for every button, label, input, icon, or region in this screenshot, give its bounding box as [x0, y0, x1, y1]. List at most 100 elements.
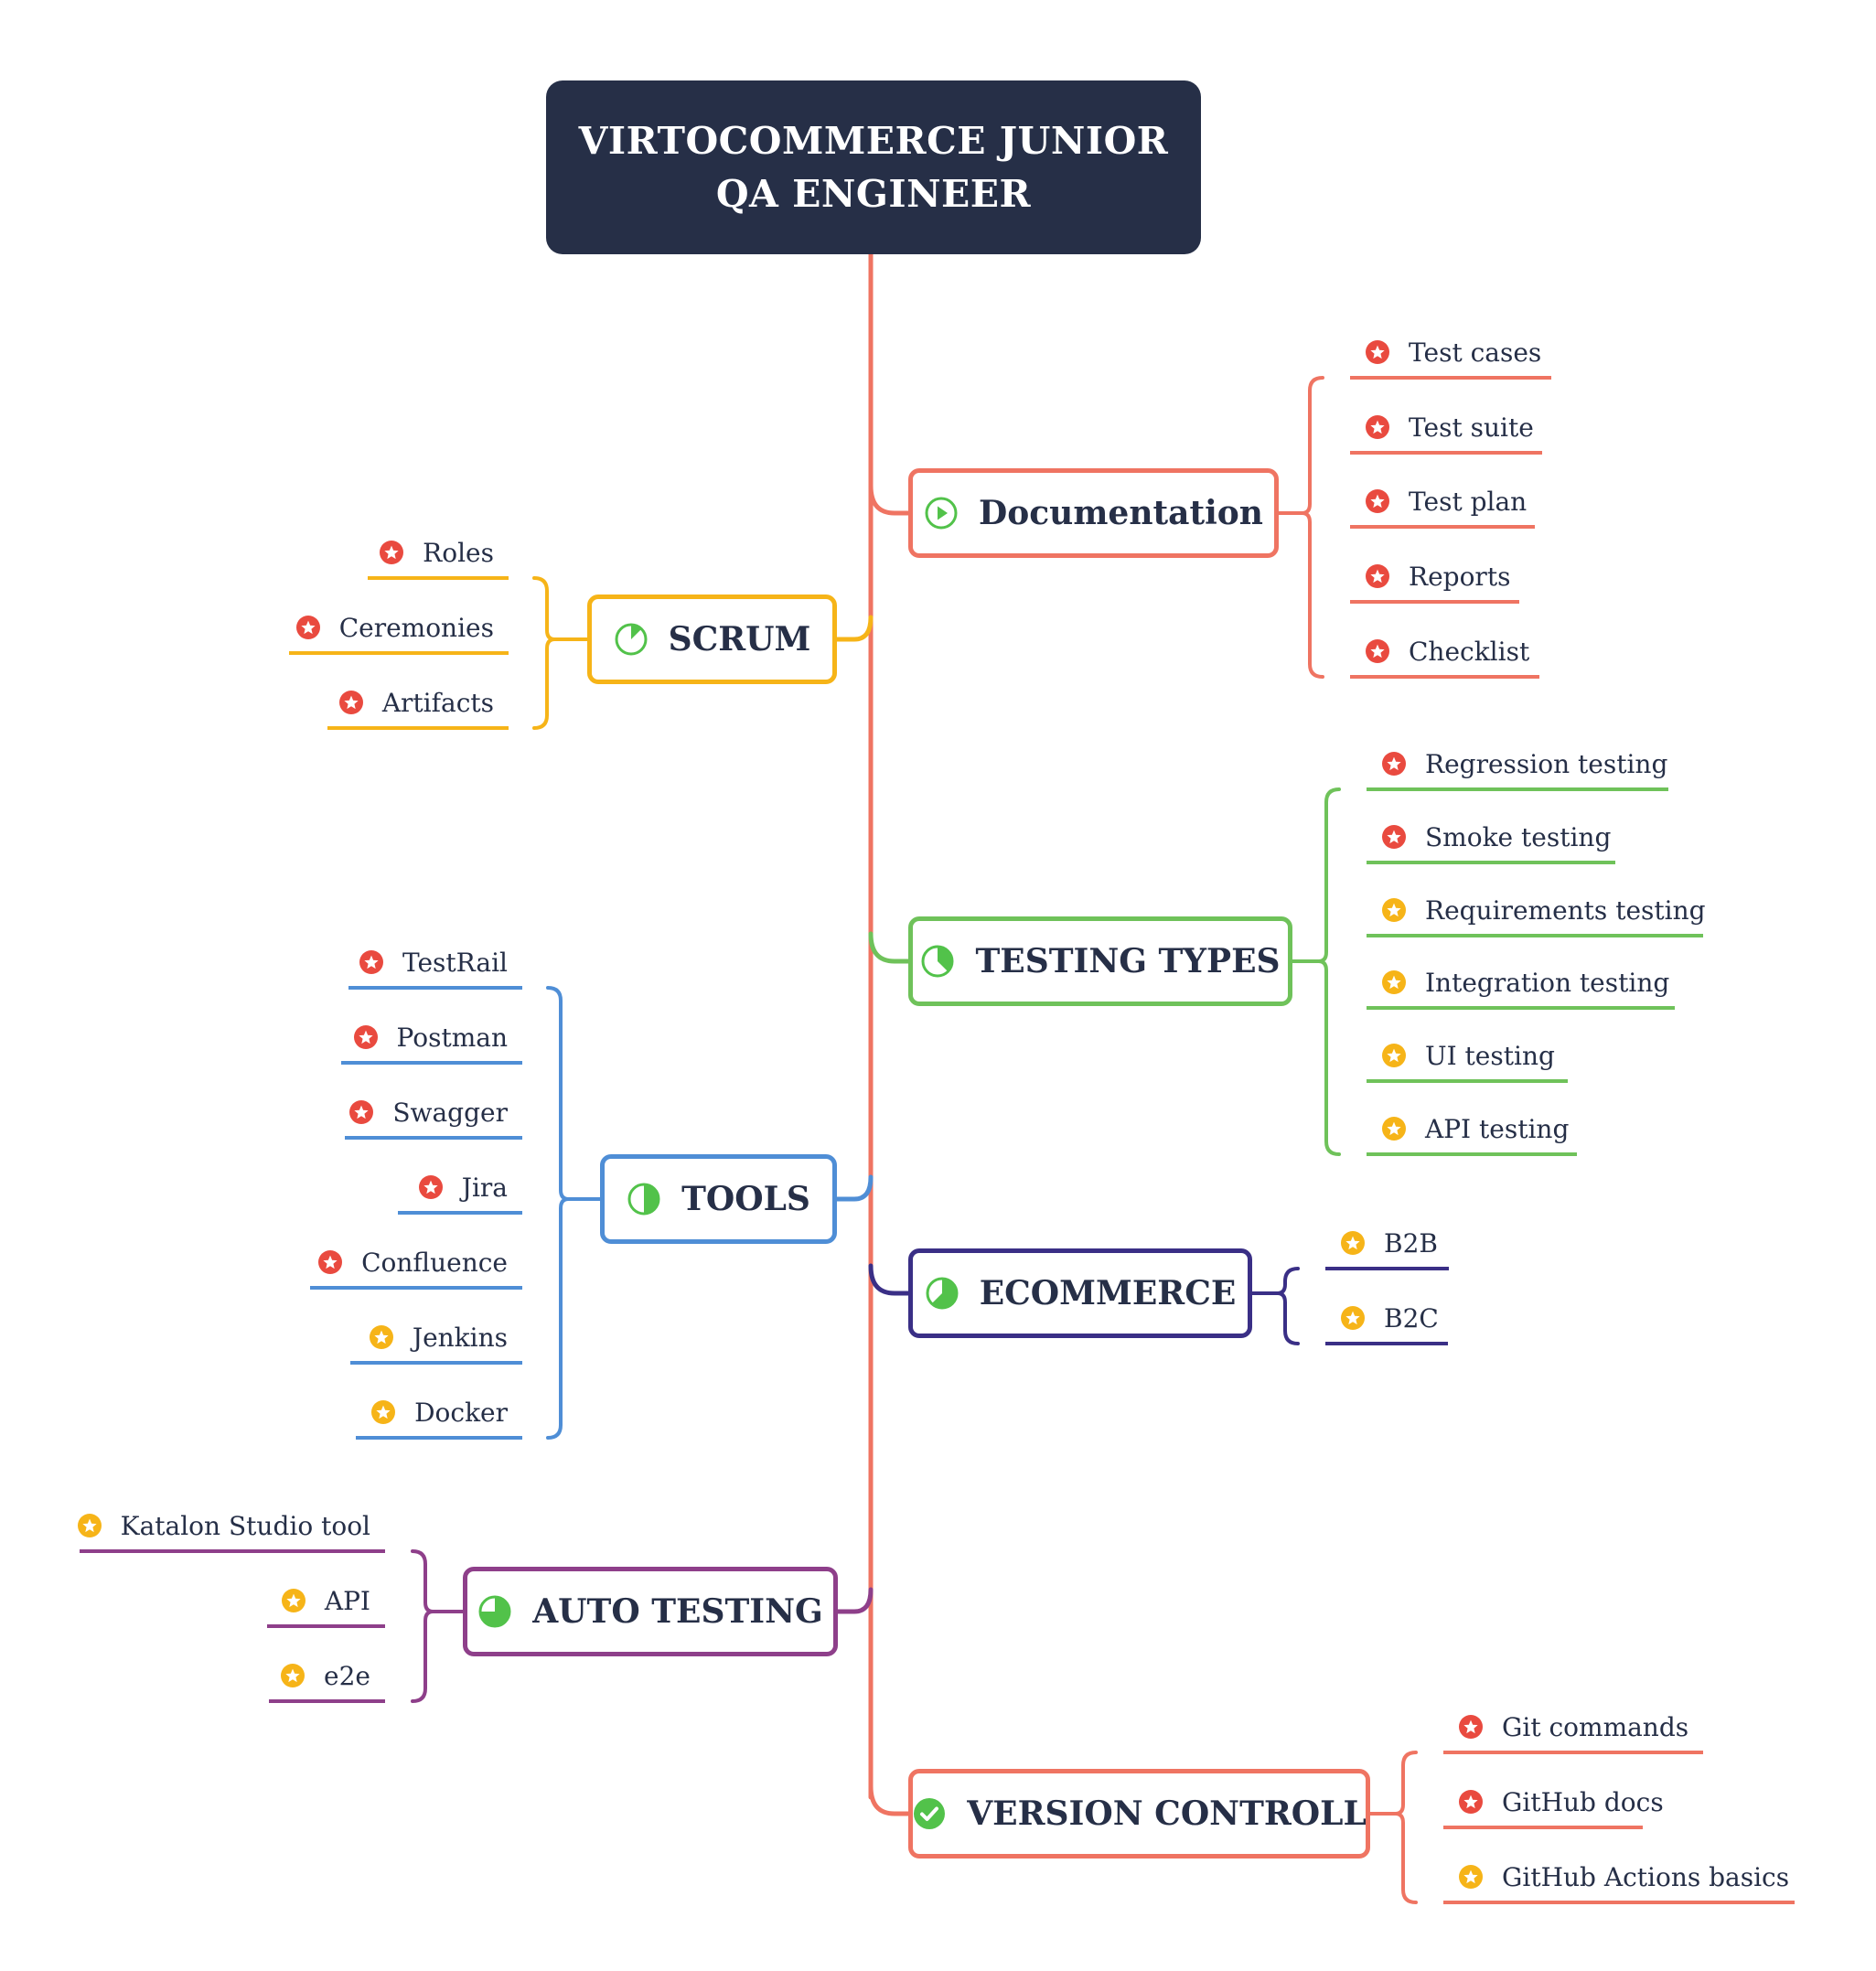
priority-high-star-icon [1459, 1790, 1483, 1814]
priority-medium-star-icon [1341, 1231, 1365, 1255]
priority-medium-star-icon [1382, 1117, 1406, 1141]
subtopic-documentation-item[interactable]: Checklist [1350, 633, 1539, 679]
priority-high-star-icon [1366, 564, 1389, 588]
subtopic-label: Ceremonies [338, 612, 494, 643]
topic-ecommerce-label: ECOMMERCE [979, 1274, 1237, 1312]
subtopic-label: B2C [1384, 1302, 1439, 1334]
progress-62-icon [926, 1277, 959, 1310]
subtopic-label: Git commands [1502, 1711, 1689, 1742]
subtopic-label: Jenkins [412, 1322, 508, 1353]
subtopic-auto_testing-item[interactable]: e2e [269, 1657, 385, 1703]
central-topic-line-1: VIRTOCOMMERCE JUNIOR [578, 119, 1169, 163]
connector-ecommerce [868, 1263, 911, 1296]
topic-version-control[interactable]: VERSION CONTROLL [908, 1769, 1370, 1859]
subtopic-label: UI testing [1425, 1040, 1555, 1071]
topic-scrum[interactable]: SCRUM [587, 595, 837, 684]
central-topic[interactable]: VIRTOCOMMERCE JUNIOR QA ENGINEER [546, 80, 1201, 254]
priority-high-star-icon [349, 1100, 374, 1124]
progress-37-icon [921, 945, 954, 978]
progress-12-icon [615, 623, 648, 656]
subtopic-tools-item[interactable]: Confluence [310, 1244, 522, 1290]
subtopic-auto_testing-item[interactable]: Katalon Studio tool [77, 1507, 385, 1553]
subtopic-documentation-item[interactable]: Reports [1350, 558, 1519, 604]
topic-ecommerce[interactable]: ECOMMERCE [908, 1248, 1252, 1338]
subtopic-tools-item[interactable]: Swagger [345, 1094, 522, 1140]
subtopic-label: e2e [324, 1660, 370, 1691]
brace-ecommerce [1275, 1267, 1300, 1345]
priority-high-star-icon [353, 1025, 378, 1049]
connector-tools [834, 1174, 874, 1202]
subtopic-ecommerce-item[interactable]: B2B [1325, 1225, 1449, 1270]
topic-testing-types-label: TESTING TYPES [975, 942, 1281, 980]
brace-version_control [1393, 1751, 1418, 1904]
subtopic-tools-item[interactable]: Jenkins [350, 1319, 522, 1365]
subtopic-testing_types-item[interactable]: Integration testing [1367, 964, 1675, 1010]
topic-documentation[interactable]: Documentation [908, 468, 1279, 558]
priority-high-star-icon [1382, 752, 1406, 776]
topic-auto-testing[interactable]: AUTO TESTING [463, 1567, 838, 1656]
brace-tools [546, 986, 571, 1440]
topic-tools[interactable]: TOOLS [600, 1154, 837, 1244]
subtopic-label: API [324, 1585, 370, 1616]
subtopic-label: API testing [1425, 1113, 1570, 1144]
subtopic-testing_types-item[interactable]: Smoke testing [1367, 819, 1615, 864]
subtopic-label: Katalon Studio tool [120, 1510, 370, 1541]
subtopic-label: GitHub Actions basics [1502, 1861, 1790, 1892]
priority-high-star-icon [418, 1175, 443, 1199]
priority-high-star-icon [1366, 489, 1389, 513]
subtopic-label: B2B [1384, 1227, 1438, 1259]
subtopic-documentation-item[interactable]: Test cases [1350, 334, 1551, 380]
topic-scrum-label: SCRUM [668, 620, 811, 659]
topic-testing-types[interactable]: TESTING TYPES [908, 916, 1292, 1006]
priority-medium-star-icon [1382, 970, 1406, 994]
priority-high-star-icon [1382, 825, 1406, 849]
subtopic-label: Swagger [392, 1097, 508, 1128]
subtopic-tools-item[interactable]: Docker [356, 1394, 522, 1440]
brace-auto_testing [411, 1549, 435, 1703]
subtopic-tools-item[interactable]: Postman [341, 1019, 522, 1065]
priority-medium-star-icon [369, 1325, 393, 1349]
check-circle-icon [914, 1798, 946, 1829]
brace-documentation [1300, 376, 1324, 679]
subtopic-label: TestRail [402, 947, 508, 978]
subtopic-label: Requirements testing [1425, 894, 1706, 926]
subtopic-label: Smoke testing [1425, 821, 1612, 852]
subtopic-testing_types-item[interactable]: Requirements testing [1367, 892, 1706, 937]
progress-75-icon [478, 1595, 511, 1628]
subtopic-label: GitHub docs [1502, 1786, 1664, 1817]
priority-medium-star-icon [77, 1514, 102, 1537]
subtopic-scrum-item[interactable]: Artifacts [327, 684, 509, 730]
connector-version_control [868, 1784, 911, 1816]
priority-high-star-icon [1366, 639, 1389, 663]
priority-high-star-icon [380, 541, 404, 564]
subtopic-ecommerce-item[interactable]: B2C [1325, 1300, 1448, 1345]
subtopic-auto_testing-item[interactable]: API [267, 1582, 385, 1628]
subtopic-scrum-item[interactable]: Ceremonies [289, 609, 509, 655]
priority-high-star-icon [295, 616, 320, 639]
connector-scrum [834, 615, 874, 642]
priority-medium-star-icon [281, 1589, 306, 1612]
subtopic-tools-item[interactable]: Jira [398, 1169, 522, 1215]
subtopic-label: Roles [423, 537, 494, 568]
subtopic-testing_types-item[interactable]: API testing [1367, 1110, 1577, 1156]
subtopic-scrum-item[interactable]: Roles [368, 534, 509, 580]
subtopic-testing_types-item[interactable]: UI testing [1367, 1037, 1568, 1083]
subtopic-documentation-item[interactable]: Test plan [1350, 483, 1535, 529]
priority-high-star-icon [359, 950, 383, 974]
topic-auto-testing-label: AUTO TESTING [532, 1592, 823, 1631]
subtopic-version_control-item[interactable]: GitHub Actions basics [1443, 1859, 1795, 1904]
subtopic-testing_types-item[interactable]: Regression testing [1367, 745, 1668, 791]
priority-medium-star-icon [1382, 898, 1406, 922]
subtopic-version_control-item[interactable]: GitHub docs [1443, 1784, 1664, 1829]
subtopic-label: Reports [1409, 561, 1511, 592]
subtopic-tools-item[interactable]: TestRail [348, 944, 522, 990]
priority-high-star-icon [1366, 340, 1389, 364]
subtopic-label: Jira [461, 1172, 508, 1203]
topic-version-control-label: VERSION CONTROLL [967, 1794, 1367, 1833]
subtopic-label: Confluence [361, 1247, 508, 1278]
subtopic-version_control-item[interactable]: Git commands [1443, 1709, 1703, 1754]
subtopic-documentation-item[interactable]: Test suite [1350, 409, 1542, 455]
priority-medium-star-icon [1459, 1865, 1483, 1889]
priority-high-star-icon [318, 1250, 343, 1274]
